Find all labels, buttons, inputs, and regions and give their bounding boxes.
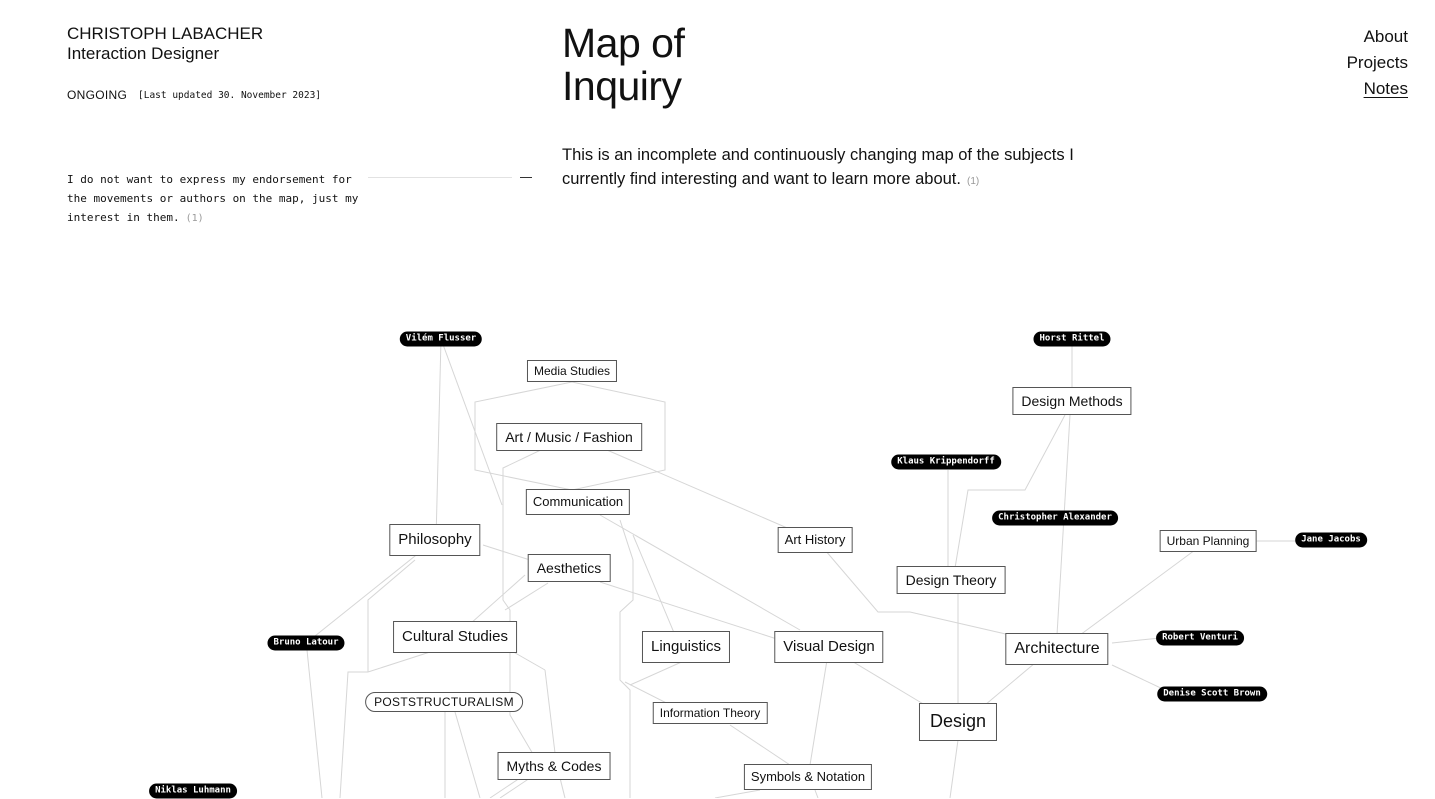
- footnote-connector-line: [368, 177, 512, 178]
- topic-visual-design[interactable]: Visual Design: [774, 631, 884, 663]
- topic-philosophy[interactable]: Philosophy: [389, 524, 481, 556]
- person-christopher-alexander[interactable]: Christopher Alexander: [992, 510, 1118, 526]
- topic-poststructuralism[interactable]: POSTSTRUCTURALISM: [365, 692, 523, 712]
- topic-communication[interactable]: Communication: [525, 489, 631, 515]
- person-vilem-flusser[interactable]: Vilém Flusser: [399, 331, 483, 347]
- topic-art-music-fashion[interactable]: Art / Music / Fashion: [496, 423, 642, 451]
- author-name[interactable]: CHRISTOPH LABACHER: [67, 24, 264, 43]
- topic-art-history[interactable]: Art History: [777, 527, 853, 553]
- disclaimer-note: I do not want to express my endorsement …: [67, 170, 367, 228]
- nav-about[interactable]: About: [1363, 27, 1408, 46]
- nav-projects[interactable]: Projects: [1346, 53, 1408, 72]
- person-robert-venturi[interactable]: Robert Venturi: [1156, 630, 1244, 646]
- topic-design-theory[interactable]: Design Theory: [896, 566, 1006, 594]
- last-updated: [Last updated 30. November 2023]: [138, 90, 322, 101]
- disclaimer-text: I do not want to express my endorsement …: [67, 173, 359, 224]
- main-nav: About Projects Notes: [1347, 24, 1408, 102]
- intro-text: This is an incomplete and continuously c…: [562, 143, 1122, 194]
- intro-footnote[interactable]: (1): [966, 176, 980, 187]
- topic-information-theory[interactable]: Information Theory: [652, 702, 768, 724]
- person-horst-rittel[interactable]: Horst Rittel: [1033, 331, 1111, 347]
- person-niklas-luhmann[interactable]: Niklas Luhmann: [149, 783, 237, 799]
- person-bruno-latour[interactable]: Bruno Latour: [267, 635, 345, 651]
- topic-aesthetics[interactable]: Aesthetics: [527, 554, 611, 582]
- intro-body: This is an incomplete and continuously c…: [562, 146, 1074, 188]
- topic-urban-planning[interactable]: Urban Planning: [1159, 530, 1257, 552]
- topic-linguistics[interactable]: Linguistics: [641, 631, 731, 663]
- status-label: ONGOING: [67, 88, 128, 102]
- page-title: Map of Inquiry: [562, 20, 685, 109]
- author-role: Interaction Designer: [67, 44, 220, 63]
- person-denise-scott-brown[interactable]: Denise Scott Brown: [1157, 686, 1267, 702]
- nav-notes[interactable]: Notes: [1363, 79, 1408, 98]
- topic-cultural-studies[interactable]: Cultural Studies: [393, 621, 517, 653]
- topic-myths-codes[interactable]: Myths & Codes: [497, 752, 611, 780]
- footnote-dash: [520, 177, 532, 178]
- page-title-line-2: Inquiry: [562, 63, 682, 109]
- topic-design[interactable]: Design: [918, 703, 998, 741]
- page-title-line-1: Map of: [562, 20, 685, 66]
- person-jane-jacobs[interactable]: Jane Jacobs: [1295, 532, 1367, 548]
- topic-symbols-notation[interactable]: Symbols & Notation: [743, 764, 873, 790]
- person-klaus-krippendorff[interactable]: Klaus Krippendorff: [891, 454, 1001, 470]
- topic-design-methods[interactable]: Design Methods: [1012, 387, 1132, 415]
- topic-media-studies[interactable]: Media Studies: [526, 360, 618, 382]
- topic-architecture[interactable]: Architecture: [1005, 633, 1109, 665]
- disclaimer-footnote: (1): [185, 213, 204, 224]
